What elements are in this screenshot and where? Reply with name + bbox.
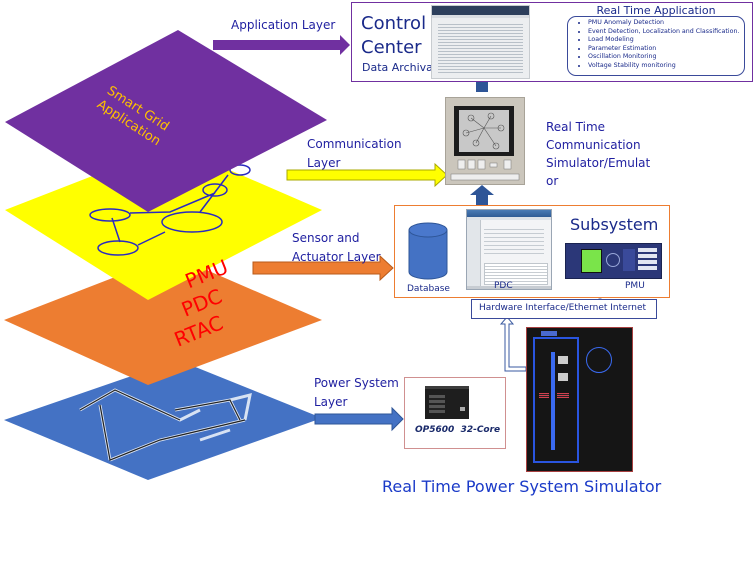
rta-item: Event Detection, Localization and Classi… bbox=[588, 28, 744, 37]
rta-item: Parameter Estimation bbox=[588, 45, 744, 54]
communication-plane bbox=[5, 145, 322, 300]
up-arrow-to-comm-simulator bbox=[470, 185, 494, 205]
comm-simulator-label: Real Time Communication Simulator/Emulat… bbox=[546, 120, 651, 188]
communication-layer-arrow bbox=[286, 162, 448, 188]
database-label: Database bbox=[407, 284, 450, 294]
data-archival-label: Data Archival bbox=[362, 61, 436, 74]
sensor-actuator-layer-label: Sensor and Actuator Layer bbox=[292, 231, 381, 264]
hardware-interface-label: Hardware Interface/Ethernet Internet bbox=[479, 303, 647, 313]
communication-layer-label: Communication Layer bbox=[307, 137, 402, 170]
pmu-device-image bbox=[565, 243, 662, 279]
hardware-interface-box bbox=[471, 299, 657, 319]
application-layer-arrow bbox=[213, 35, 350, 55]
sensor-actuator-plane bbox=[4, 255, 322, 385]
footer-title: Real Time Power System Simulator bbox=[382, 477, 662, 496]
op5600-label: OP5600 32-Core bbox=[415, 425, 501, 435]
application-layer-label: Application Layer bbox=[231, 18, 336, 32]
hollow-arrow-simulator-to-hw bbox=[499, 316, 527, 372]
rta-list: PMU Anomaly Detection Event Detection, L… bbox=[567, 16, 745, 76]
subsystem-title: Subsystem bbox=[570, 215, 659, 234]
control-center-screenshot bbox=[431, 5, 530, 79]
database-icon bbox=[408, 222, 448, 280]
rta-item: Oscillation Monitoring bbox=[588, 53, 744, 62]
simulator-rack-image bbox=[526, 327, 633, 472]
rta-item: Load Modeling bbox=[588, 36, 744, 45]
rta-title: Real Time Application bbox=[596, 4, 716, 17]
pdc-screenshot bbox=[466, 209, 552, 290]
pmu-label: PMU bbox=[625, 281, 645, 291]
control-center-title: Control Center bbox=[361, 13, 427, 58]
power-system-plane bbox=[4, 360, 322, 480]
sensor-layer-arrow bbox=[252, 254, 394, 282]
pdc-label: PDC bbox=[494, 281, 513, 291]
comm-simulator-image bbox=[445, 97, 525, 185]
control-center-box bbox=[351, 2, 753, 82]
power-system-layer-arrow bbox=[314, 406, 404, 432]
power-system-layer-label: Power System Layer bbox=[314, 376, 399, 409]
communication-network bbox=[89, 164, 251, 256]
rta-item: PMU Anomaly Detection bbox=[588, 19, 744, 28]
application-plane bbox=[5, 30, 327, 212]
op5600-device-image bbox=[425, 386, 469, 419]
rta-item: Voltage Stability monitoring bbox=[588, 62, 744, 71]
